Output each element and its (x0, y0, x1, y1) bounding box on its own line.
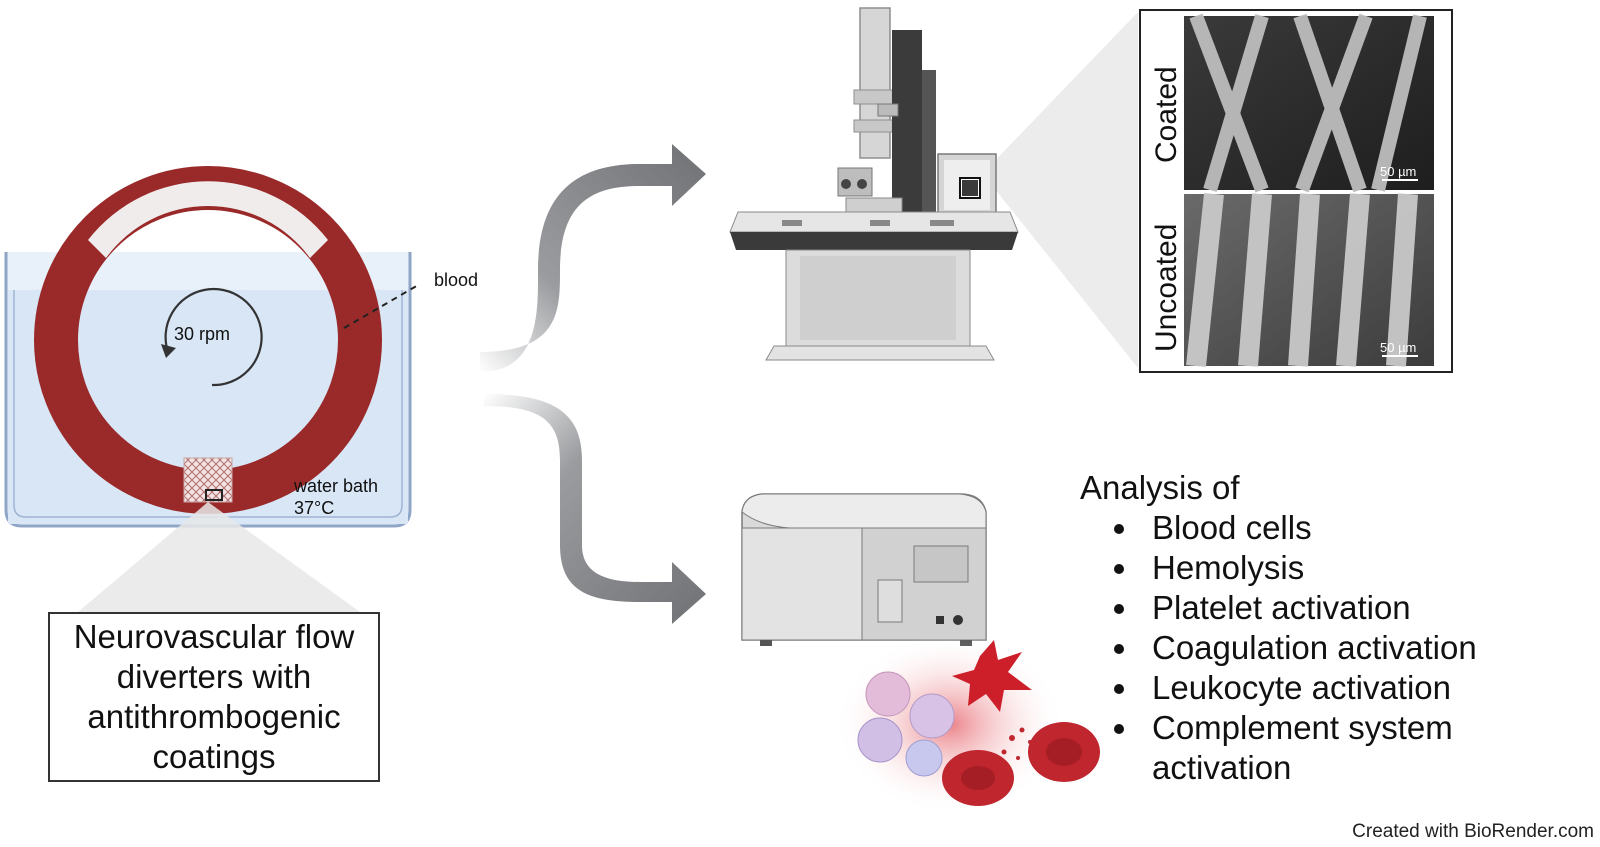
sem-coated-label: Coated (1150, 66, 1183, 163)
scale-bar-label-bottom: 50 µm (1380, 340, 1416, 355)
flow-diverter-caption: Neurovascular flow diverters with antith… (73, 618, 355, 775)
analysis-item-blood-cells: Blood cells (1114, 508, 1580, 548)
temperature-label: 37°C (294, 498, 334, 518)
leukocyte-icon (865, 671, 911, 717)
analysis-list: Analysis of Blood cells Hemolysis Platel… (1080, 468, 1580, 788)
water-bath-label: water bath (293, 476, 378, 496)
sem-uncoated-label: Uncoated (1150, 224, 1183, 352)
analysis-item-complement: Complement system activation (1114, 708, 1532, 788)
zoom-wedge (78, 502, 360, 612)
credit-text: Created with BioRender.com (1352, 821, 1594, 842)
blood-loop-ring (34, 166, 382, 514)
arrow-to-analyzer (484, 394, 706, 624)
analysis-heading: Analysis of (1080, 469, 1240, 506)
analysis-item-leukocyte: Leukocyte activation (1114, 668, 1580, 708)
electron-microscope-icon (729, 7, 1138, 368)
scale-bar-label-top: 50 µm (1380, 164, 1416, 179)
analysis-item-platelet: Platelet activation (1114, 588, 1580, 628)
analysis-items: Blood cells Hemolysis Platelet activatio… (1080, 508, 1580, 788)
analysis-item-hemolysis: Hemolysis (1114, 548, 1580, 588)
rotation-speed-label: 30 rpm (174, 324, 230, 344)
analysis-item-coagulation: Coagulation activation (1114, 628, 1580, 668)
rotation-arrow-icon (161, 287, 263, 387)
blood-label: blood (434, 270, 478, 290)
blood-analyzer-icon (741, 493, 987, 646)
sem-image-panel (1139, 9, 1453, 373)
arrow-to-microscope (480, 144, 706, 372)
platelet-icon (952, 640, 1032, 712)
flow-diverter-caption-box: Neurovascular flow diverters with antith… (48, 612, 380, 782)
blood-cells-icon (835, 634, 1100, 814)
blood-pointer-line (343, 283, 421, 329)
